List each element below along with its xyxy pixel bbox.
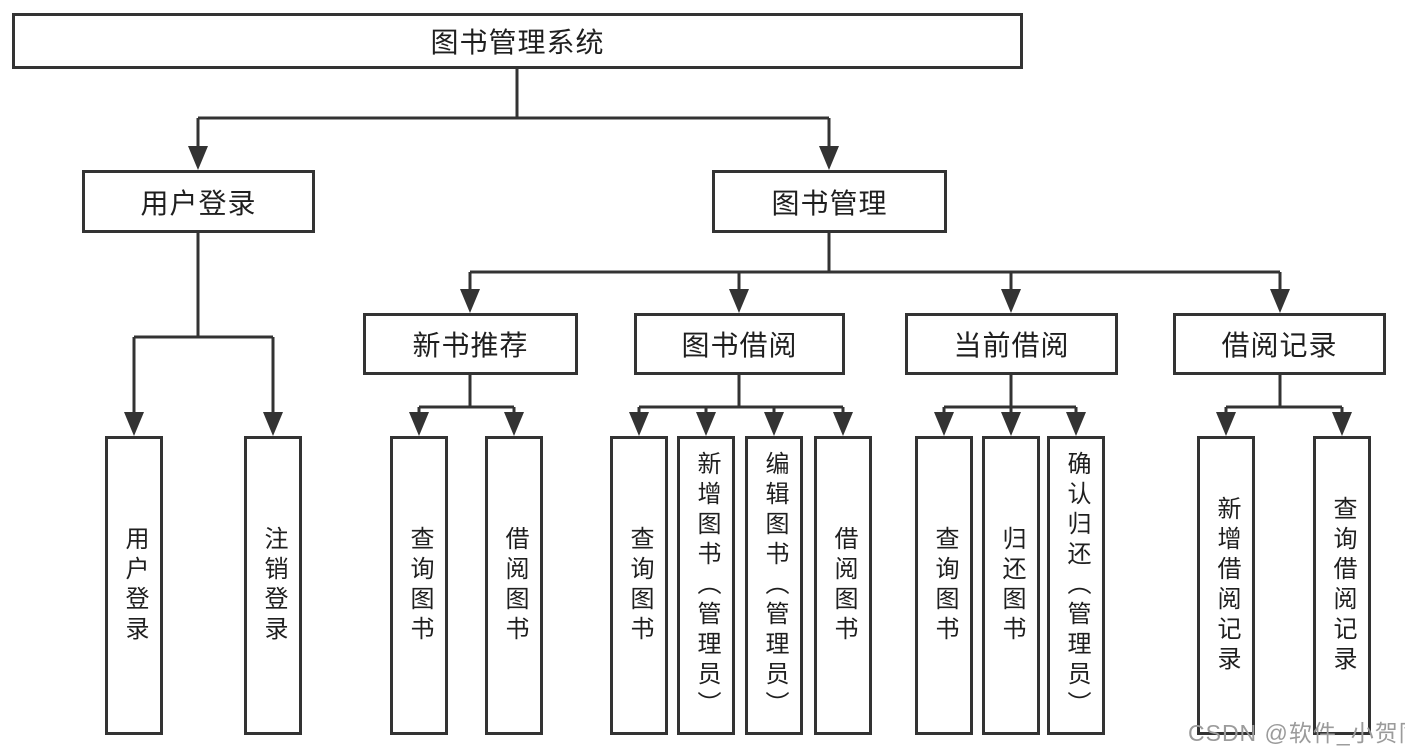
leaf-query-books-recommend: 查询图书 bbox=[390, 436, 448, 735]
node-borrow-record: 借阅记录 bbox=[1173, 313, 1386, 375]
leaf-user-login: 用户登录 bbox=[105, 436, 163, 735]
node-current-borrow: 当前借阅 bbox=[905, 313, 1118, 375]
leaf-query-borrow-record: 查询借阅记录 bbox=[1313, 436, 1371, 735]
watermark: CSDN @软件_小贺同学 bbox=[1188, 720, 1405, 746]
leaf-query-books-borrow: 查询图书 bbox=[610, 436, 668, 735]
leaf-logout: 注销登录 bbox=[244, 436, 302, 735]
leaf-add-borrow-record: 新增借阅记录 bbox=[1197, 436, 1255, 735]
leaf-confirm-return-admin: 确认归还（管理员） bbox=[1047, 436, 1105, 735]
node-new-book-recommend: 新书推荐 bbox=[363, 313, 578, 375]
leaf-add-book-admin: 新增图书（管理员） bbox=[677, 436, 735, 735]
node-book-management: 图书管理 bbox=[712, 170, 947, 233]
leaf-edit-book-admin: 编辑图书（管理员） bbox=[745, 436, 803, 735]
leaf-return-book: 归还图书 bbox=[982, 436, 1040, 735]
node-book-borrow: 图书借阅 bbox=[634, 313, 845, 375]
leaf-query-books-current: 查询图书 bbox=[915, 436, 973, 735]
leaf-borrow-books-recommend: 借阅图书 bbox=[485, 436, 543, 735]
node-user-login: 用户登录 bbox=[82, 170, 315, 233]
leaf-borrow-books: 借阅图书 bbox=[814, 436, 872, 735]
node-library-management-system: 图书管理系统 bbox=[12, 13, 1023, 69]
